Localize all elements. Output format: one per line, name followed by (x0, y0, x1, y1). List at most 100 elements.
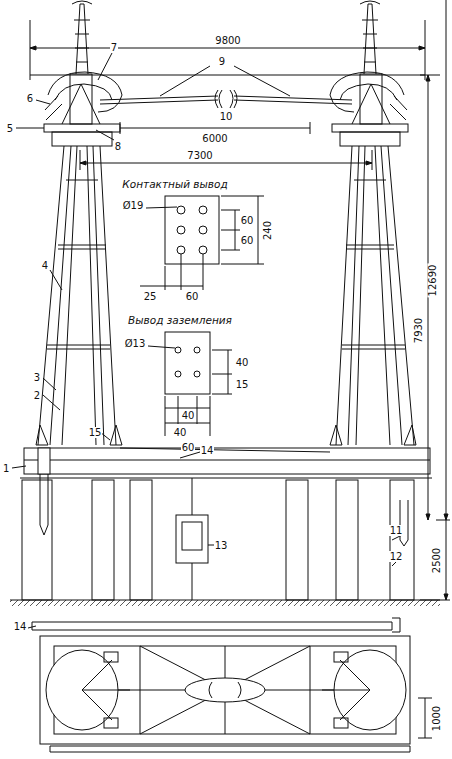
drawing-stroke (182, 522, 202, 550)
dimension: Ø19 (122, 200, 145, 211)
drawing-stroke (32, 618, 400, 632)
callout-number: 7 (110, 42, 118, 53)
drawing-stroke (82, 660, 370, 720)
drawing-stroke (92, 480, 114, 600)
callout-number: 13 (214, 540, 229, 551)
drawing-stroke (192, 478, 193, 600)
drawing-stroke (209, 682, 241, 698)
drawing-stroke (194, 371, 200, 377)
disconnector-poles (30, 1, 425, 445)
drawing-stroke (219, 90, 233, 108)
inset-heading: Контактный вывод (121, 179, 228, 190)
drawing-stroke (286, 480, 308, 600)
drawing-stroke (80, 150, 372, 170)
drawing-stroke (165, 332, 210, 394)
drawing-stroke (146, 196, 264, 264)
drawing-stroke (418, 698, 432, 738)
drawing-stroke (50, 746, 410, 752)
drawing-stroke (199, 246, 207, 254)
drawing-stroke (24, 448, 430, 460)
drawing-stroke (177, 206, 185, 214)
dimension: 40 (235, 357, 250, 368)
drawing-stroke (140, 254, 203, 290)
dimension: 40 (181, 410, 196, 421)
dimension: 6000 (201, 133, 228, 144)
dimension: 1000 (431, 704, 442, 731)
dimension: 7300 (186, 150, 213, 161)
dimension: 25 (143, 291, 158, 302)
callout-number: 9 (218, 56, 226, 67)
callout-number: 15 (88, 427, 103, 438)
drawing-stroke (12, 452, 402, 566)
drawing-stroke (10, 600, 440, 606)
drawing-stroke (160, 66, 290, 96)
drawing-stroke (165, 196, 219, 264)
dimension: 60 (240, 235, 255, 246)
callout-number: 14 (200, 445, 215, 456)
drawing-stroke (199, 226, 207, 234)
drawing-stroke (185, 678, 265, 702)
callout-number: 1 (2, 463, 10, 474)
drawing-stroke (24, 448, 430, 474)
drawing-stroke (40, 636, 410, 744)
drawing-stroke (194, 347, 200, 353)
dimension-lines (30, 0, 450, 738)
drawing-stroke (20, 478, 432, 479)
drawing-stroke (175, 371, 181, 377)
callout-number: 10 (219, 111, 234, 122)
drawing-stroke (176, 515, 208, 563)
drawing-stroke (426, 75, 448, 600)
inset-heading: Вывод заземления (127, 315, 233, 326)
drawing-stroke (80, 161, 372, 165)
callout-number: 4 (41, 260, 49, 271)
drawing-stroke (420, 0, 450, 600)
drawing-stroke (390, 480, 414, 600)
dimension: 240 (263, 219, 274, 240)
dimension: 15 (235, 379, 250, 390)
drawing-stroke (30, 75, 425, 76)
drawing-stroke (400, 500, 408, 546)
drawing-stroke (336, 480, 358, 600)
foundation (10, 478, 440, 606)
callout-number: 2 (33, 390, 41, 401)
callout-number: 6 (26, 93, 34, 104)
callout-number: 12 (389, 551, 404, 562)
dimension: 40 (173, 427, 188, 438)
dimension: 2500 (431, 546, 442, 573)
drawing-stroke (22, 480, 52, 600)
drawing-stroke (16, 53, 114, 140)
dimension: Ø13 (124, 338, 147, 349)
dimension: 60 (240, 215, 255, 226)
dimension: 9800 (214, 35, 241, 46)
drawing-stroke (104, 718, 118, 728)
drawing-stroke (43, 270, 110, 440)
drawing-stroke (177, 226, 185, 234)
dimension: 7930 (413, 316, 424, 343)
drawing-stroke (148, 346, 232, 394)
drawing-stroke (38, 448, 50, 474)
callout-number: 5 (6, 123, 14, 134)
drawing-stroke (334, 718, 348, 728)
callout-number: 14 (13, 621, 28, 632)
dimension: 60 (181, 442, 196, 453)
drawing-stroke (334, 652, 348, 662)
leader-lines (12, 53, 402, 628)
drawing-stroke (100, 96, 352, 104)
drawing-stroke (130, 480, 152, 600)
drawing-stroke (330, 1, 416, 445)
drawing-stroke (40, 474, 48, 535)
drawing-stroke (36, 1, 122, 445)
dimension: 60 (185, 291, 200, 302)
callout-number: 8 (114, 141, 122, 152)
drawing-stroke (177, 246, 185, 254)
plan-view (32, 618, 410, 752)
callout-number: 11 (389, 525, 404, 536)
dimension: 12690 (428, 263, 439, 297)
callout-number: 3 (33, 372, 41, 383)
drawing-stroke (175, 347, 181, 353)
drawing-stroke (199, 206, 207, 214)
base-frame (24, 448, 430, 535)
drawing-stroke (104, 652, 118, 662)
